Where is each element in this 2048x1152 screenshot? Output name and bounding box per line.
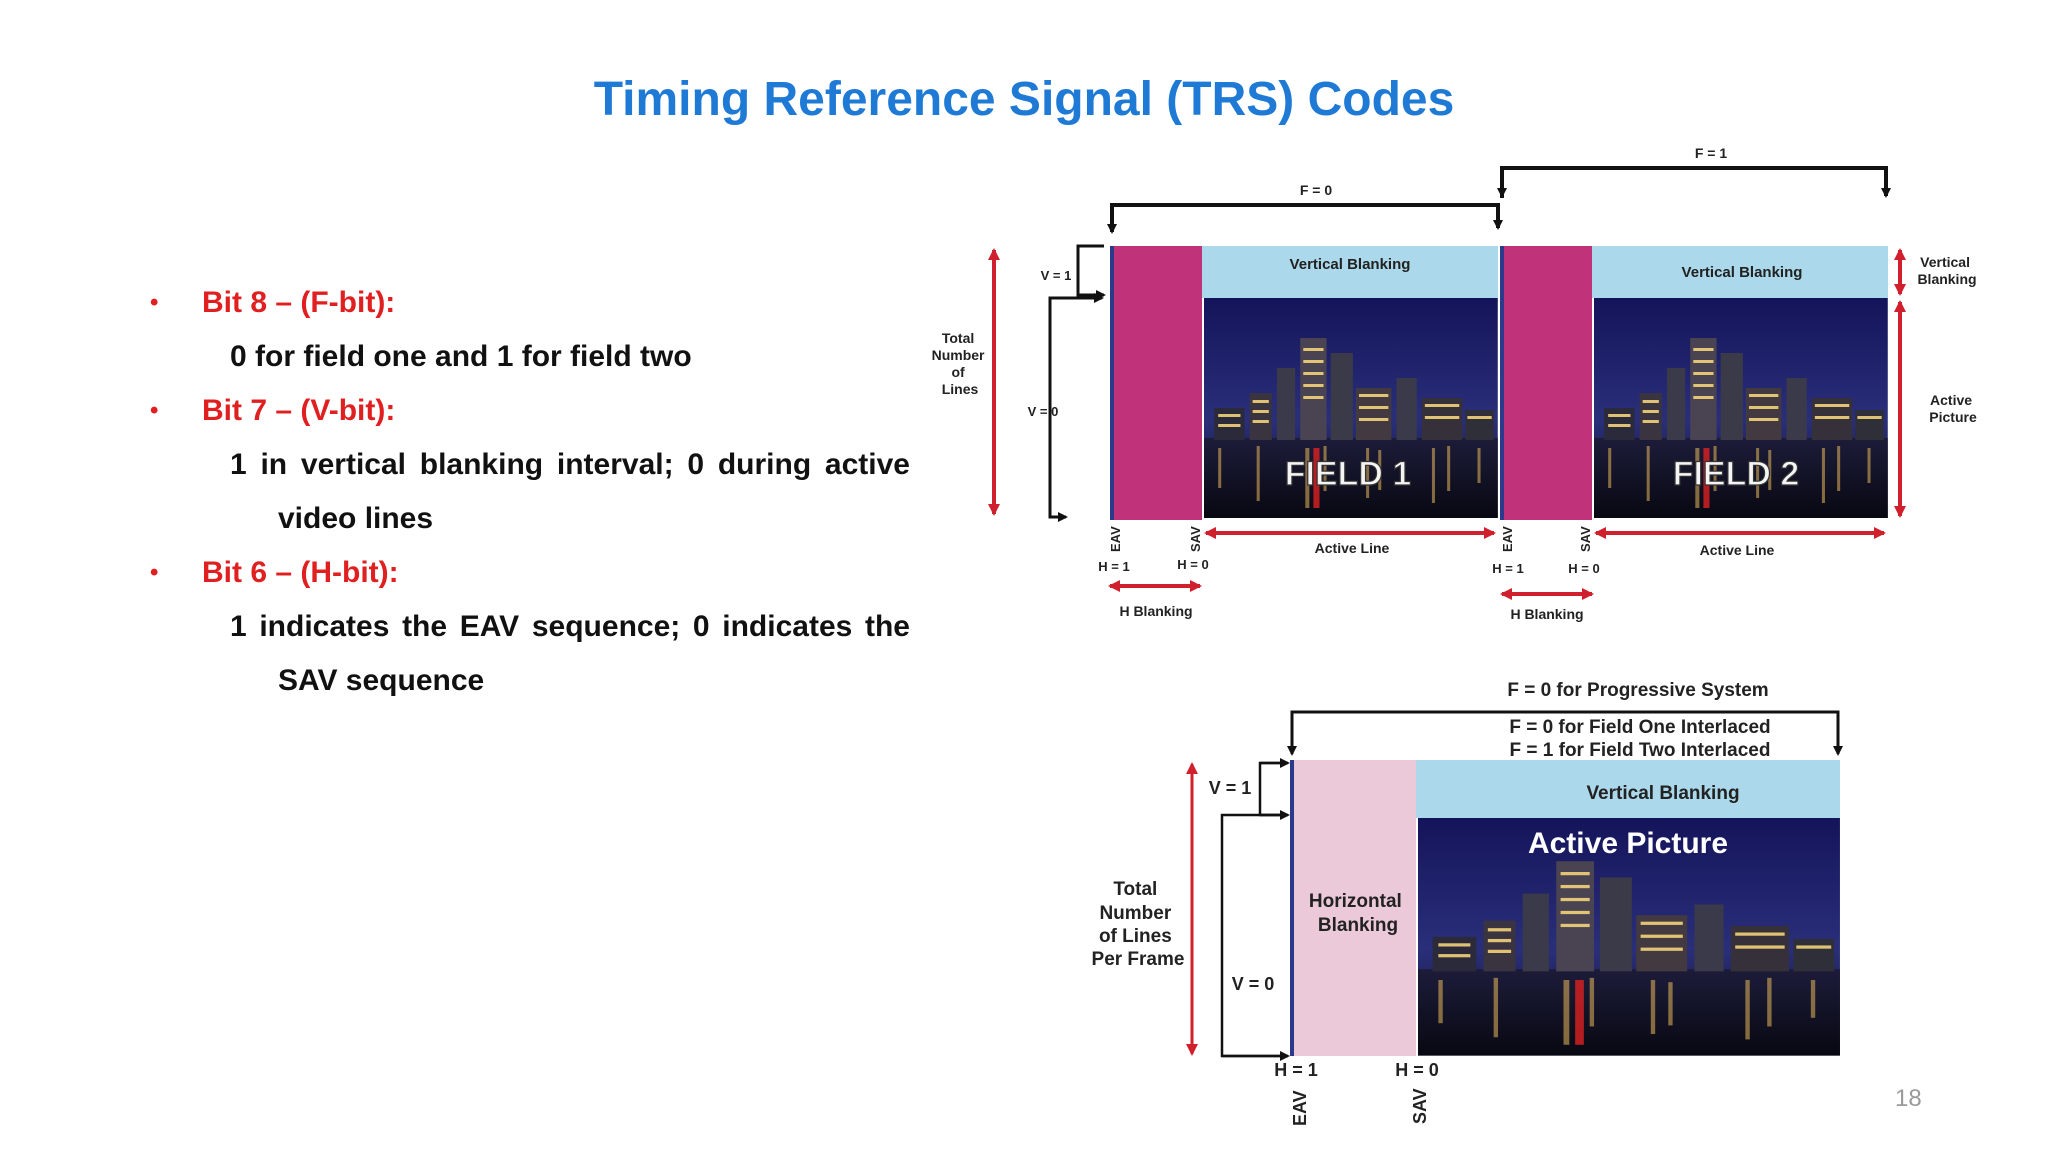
slide-title: Timing Reference Signal (TRS) Codes — [593, 73, 1455, 126]
v1-bracket-progressive — [1258, 761, 1286, 817]
eav-label-2: EAV — [1500, 526, 1515, 552]
h1-label-2: H = 1 — [1492, 561, 1523, 576]
eav-label-progressive: EAV — [1290, 1090, 1310, 1126]
sav-label-progressive: SAV — [1410, 1088, 1430, 1124]
h-blanking-label-2: H Blanking — [1510, 606, 1583, 622]
active-line-label-1: Active Line — [1315, 540, 1390, 556]
h1-label-1: H = 1 — [1098, 559, 1129, 574]
v0-bracket-progressive — [1220, 813, 1286, 1058]
field1-vertical-blanking-label: Vertical Blanking — [1290, 256, 1411, 273]
field2-label: FIELD 2 — [1673, 455, 1800, 493]
side-active-picture-label: Active Picture — [1929, 392, 1977, 425]
bullet-item-f-bit: • Bit 8 – (F-bit): — [150, 276, 910, 330]
bullet-description: 1 indicates the EAV sequence; 0 indicate… — [230, 610, 910, 643]
bullet-dot: • — [150, 559, 159, 586]
horizontal-blanking — [1292, 760, 1416, 1056]
eav-label-1: EAV — [1108, 526, 1123, 552]
bullet-description-cont: video lines — [278, 502, 434, 535]
bullet-heading: Bit 8 – (F-bit): — [202, 286, 396, 319]
progressive-diagram: F = 0 for Progressive System F = 0 for F… — [1092, 680, 1843, 1126]
bullet-description: 1 in vertical blanking interval; 0 durin… — [230, 448, 910, 481]
interlaced-diagram: F = 0 F = 1 Vertical Blanking FIELD 1 Ve… — [932, 145, 1977, 622]
h0-label-2: H = 0 — [1568, 561, 1599, 576]
h1-label-progressive: H = 1 — [1274, 1060, 1318, 1080]
field1-vertical-blanking — [1202, 246, 1498, 298]
h0-label-progressive: H = 0 — [1395, 1060, 1439, 1080]
side-vertical-blanking-label: Vertical Blanking — [1917, 254, 1976, 287]
total-lines-label: Total Number of Lines — [932, 330, 989, 397]
f0-bracket — [1110, 203, 1503, 230]
f1-bracket — [1500, 166, 1891, 198]
v0-label-progressive: V = 0 — [1232, 974, 1275, 994]
total-lines-per-frame-label: Total Number of Lines Per Frame — [1092, 879, 1185, 970]
v1-label: V = 1 — [1041, 268, 1072, 283]
bullet-dot: • — [150, 397, 159, 424]
active-line-label-2: Active Line — [1700, 542, 1775, 558]
bullet-list: • Bit 8 – (F-bit): 0 for field one and 1… — [150, 276, 910, 708]
h0-label-1: H = 0 — [1177, 557, 1208, 572]
field2-vertical-blanking — [1592, 246, 1888, 298]
f-field-two-label: F = 1 for Field Two Interlaced — [1510, 740, 1771, 761]
bullet-dot: • — [150, 289, 159, 316]
v1-bracket — [1076, 244, 1106, 300]
bullet-heading: Bit 7 – (V-bit): — [202, 394, 396, 427]
field2-h-blanking — [1502, 246, 1592, 520]
f-field-one-label: F = 0 for Field One Interlaced — [1509, 717, 1770, 738]
v1-label-progressive: V = 1 — [1209, 778, 1252, 798]
bullet-description-cont: SAV sequence — [278, 664, 485, 697]
horizontal-blanking-label: Horizontal Blanking — [1309, 891, 1407, 936]
v0-label: V = 0 — [1028, 404, 1059, 419]
sav-label-1: SAV — [1188, 526, 1203, 552]
progressive-vertical-blanking — [1416, 760, 1840, 818]
field1-label: FIELD 1 — [1285, 455, 1412, 493]
bullet-heading: Bit 6 – (H-bit): — [202, 556, 399, 589]
page-number: 18 — [1895, 1085, 1922, 1112]
bullet-description: 0 for field one and 1 for field two — [230, 340, 692, 373]
progressive-vertical-blanking-label: Vertical Blanking — [1586, 783, 1739, 804]
active-picture-label: Active Picture — [1528, 827, 1728, 860]
bullet-item-h-bit: • Bit 6 – (H-bit): — [150, 546, 910, 600]
f-progressive-label: F = 0 for Progressive System — [1507, 680, 1768, 701]
bullet-item-v-bit: • Bit 7 – (V-bit): — [150, 384, 910, 438]
field1-h-blanking — [1112, 246, 1202, 520]
field2-vertical-blanking-label: Vertical Blanking — [1682, 264, 1803, 281]
sav-label-2: SAV — [1578, 526, 1593, 552]
f0-label: F = 0 — [1300, 182, 1333, 198]
h-blanking-label-1: H Blanking — [1119, 603, 1192, 619]
f1-label: F = 1 — [1695, 145, 1728, 161]
